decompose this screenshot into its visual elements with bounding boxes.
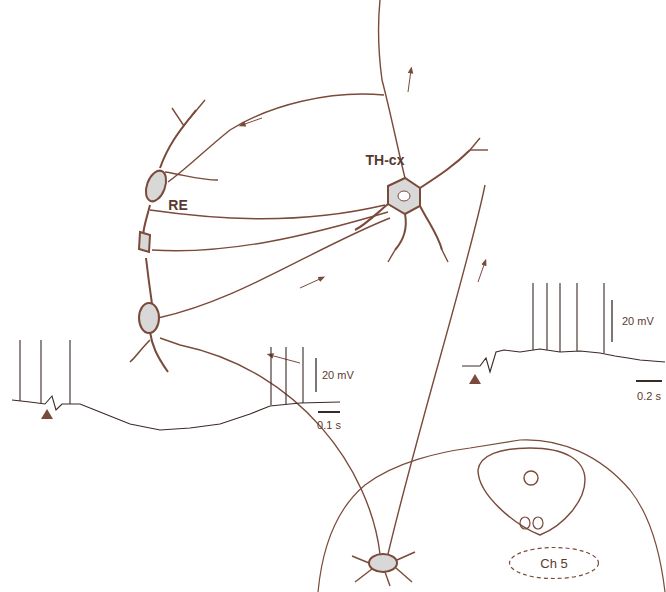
scale-label: 20 mV	[322, 370, 354, 381]
region-ellipse: Ch 5	[508, 546, 600, 580]
nucleus-label: RE	[168, 198, 187, 212]
region-label: Ch 5	[540, 557, 567, 570]
cell-label: TH-cx	[366, 153, 405, 167]
scale-label: 20 mV	[622, 316, 654, 327]
scale-label: 0.1 s	[317, 420, 341, 431]
scale-label: 0.2 s	[637, 391, 661, 402]
